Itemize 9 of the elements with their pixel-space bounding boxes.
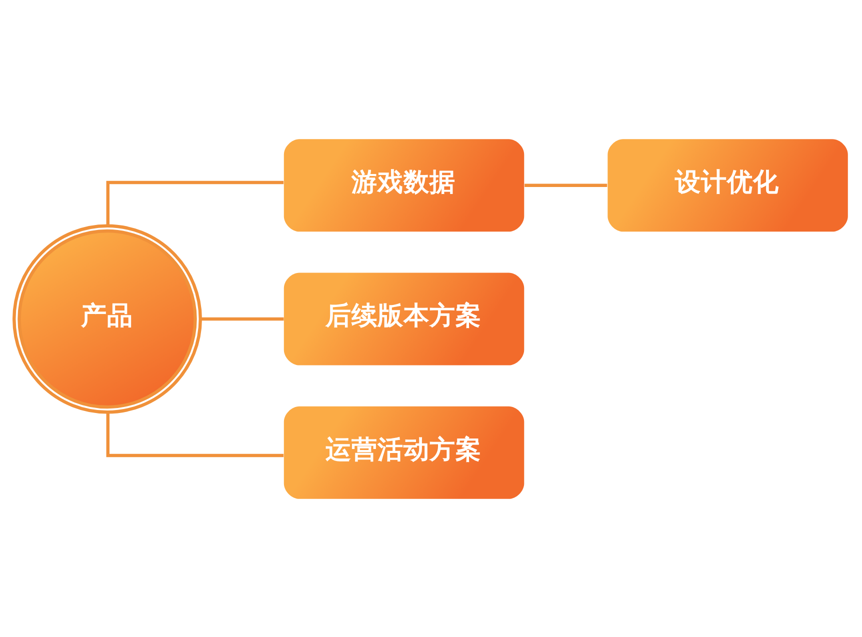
connector <box>106 412 284 457</box>
node-box: 游戏数据 <box>284 138 524 232</box>
node-box: 后续版本方案 <box>284 272 524 365</box>
connector <box>106 180 284 226</box>
connector <box>200 316 284 320</box>
node-box: 设计优化 <box>608 138 848 232</box>
node-circle: 产品 <box>12 224 202 414</box>
connector <box>524 183 608 186</box>
node-box: 运营活动方案 <box>284 406 524 498</box>
